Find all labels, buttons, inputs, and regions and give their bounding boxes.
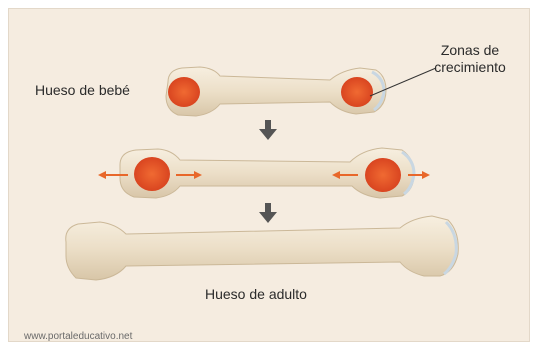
down-arrow-2 [259, 203, 277, 223]
adult-bone [66, 216, 459, 280]
down-arrow-1 [259, 120, 277, 140]
adult-bone-label: Hueso de adulto [205, 286, 307, 303]
growing-growth-zone-right [365, 158, 401, 192]
baby-growth-zone-right [341, 77, 373, 107]
baby-bone-label: Hueso de bebé [35, 82, 130, 99]
watermark: www.portaleducativo.net [24, 331, 132, 342]
growth-zones-label: Zonas de crecimiento [420, 42, 520, 76]
growing-growth-zone-left [134, 157, 170, 191]
growing-bone [120, 148, 414, 198]
baby-growth-zone-left [168, 77, 200, 107]
baby-bone [166, 67, 386, 116]
